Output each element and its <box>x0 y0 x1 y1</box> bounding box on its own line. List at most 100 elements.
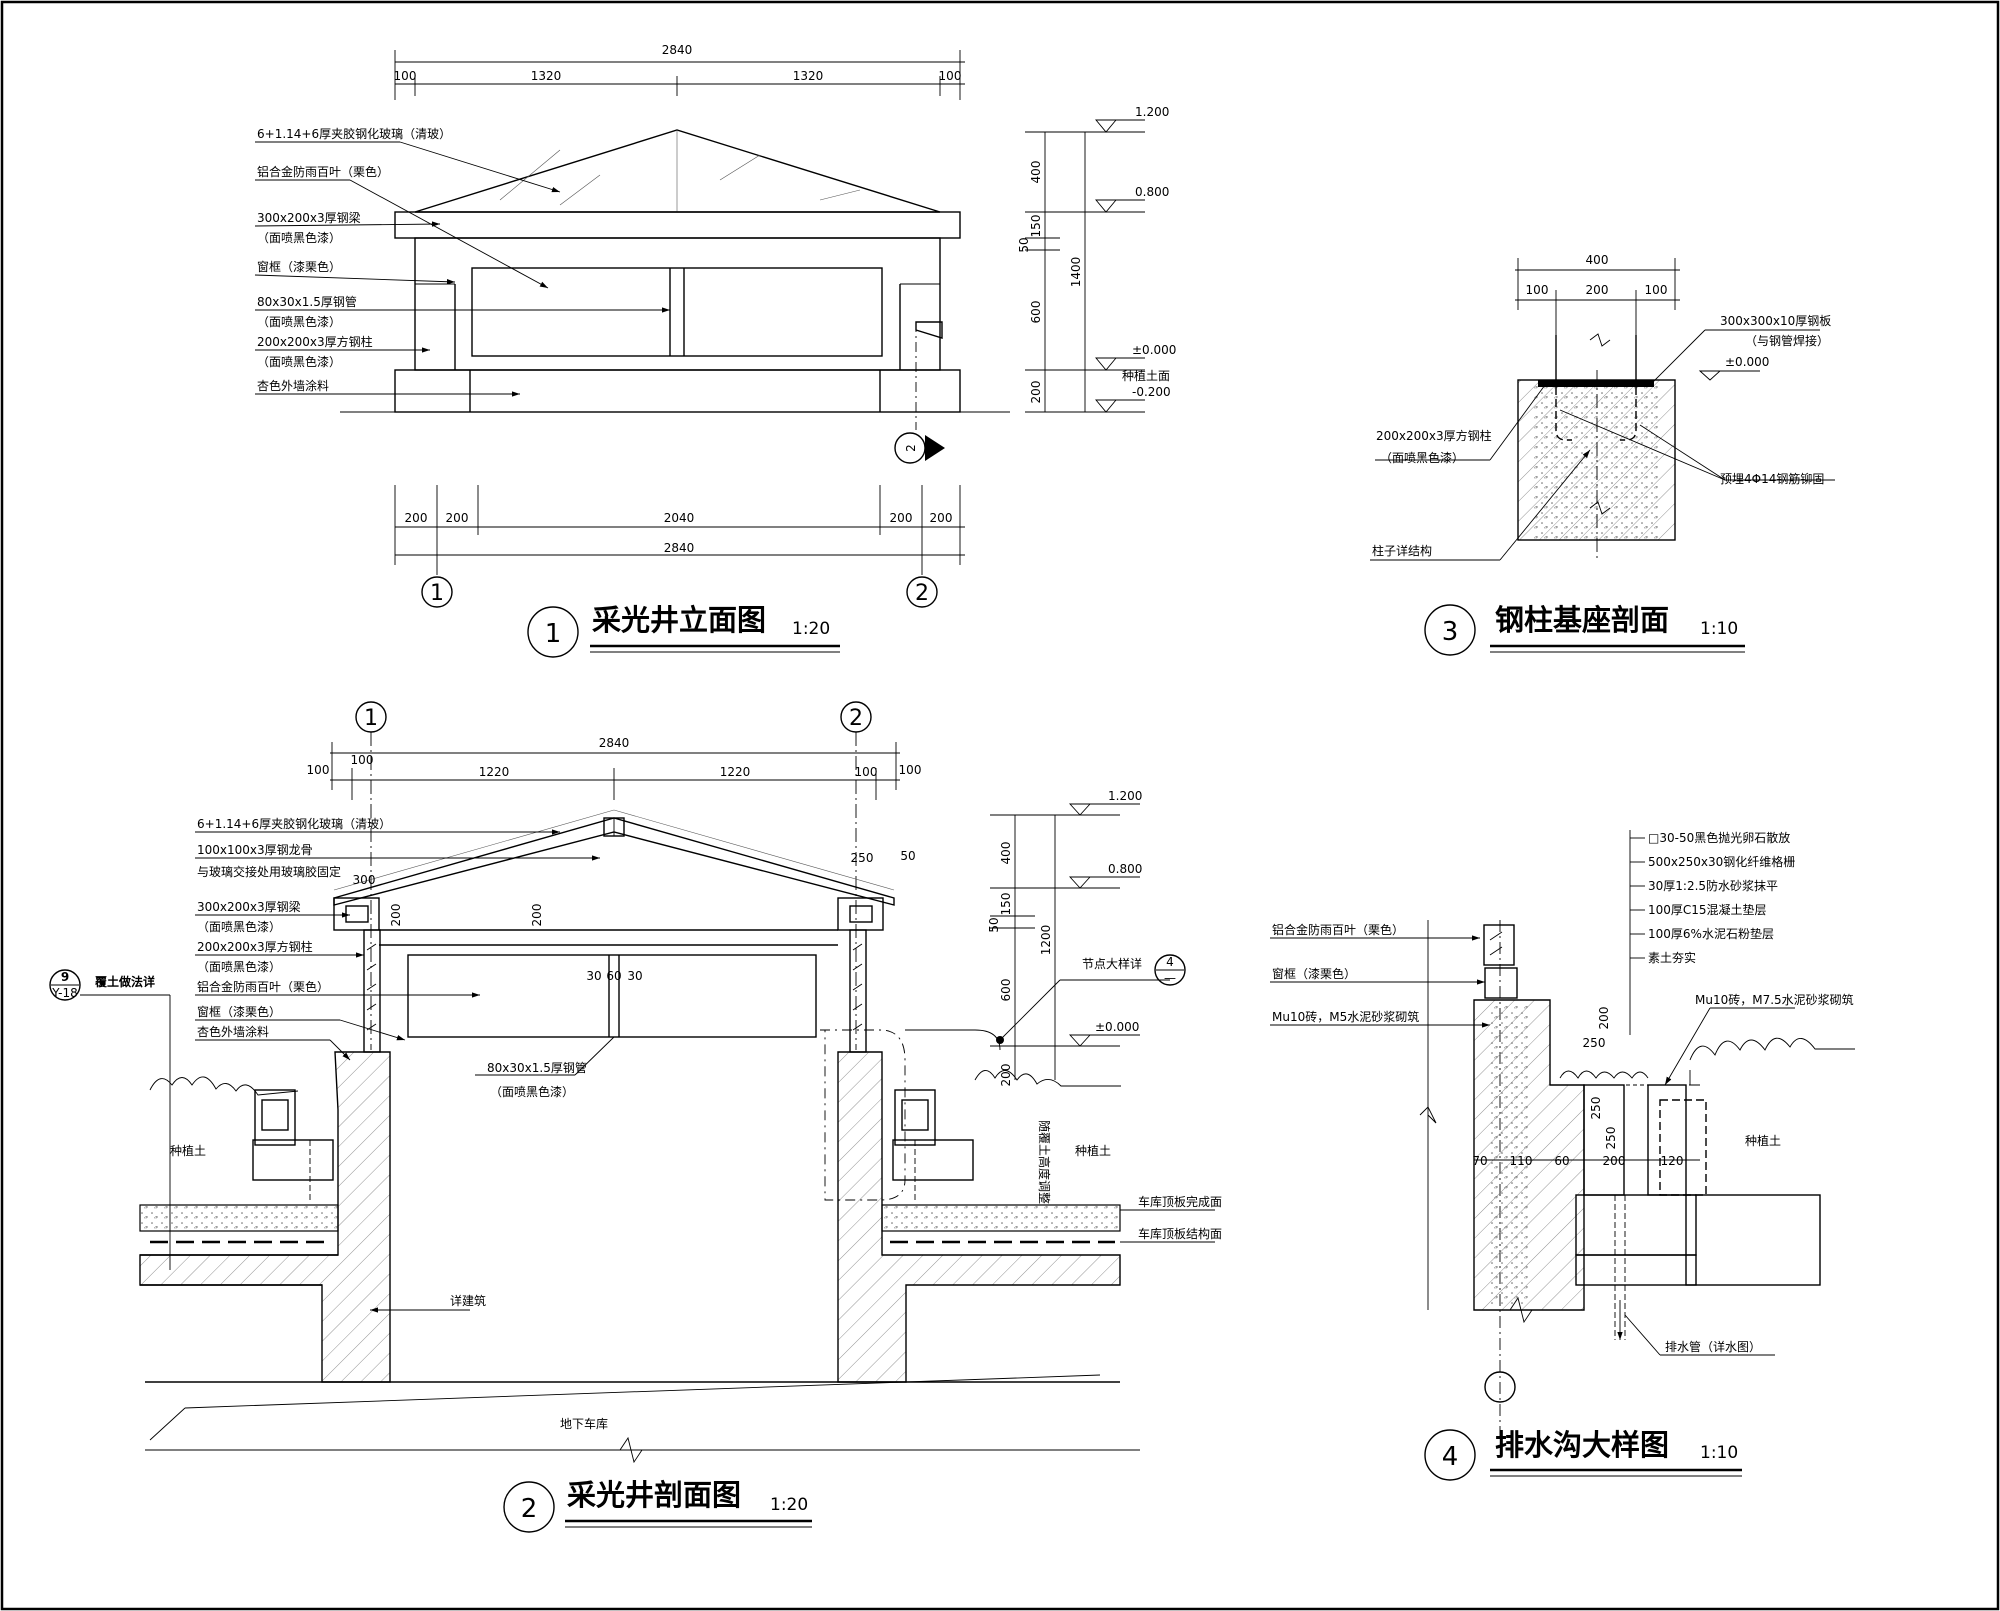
section-title: 采光井剖面图 <box>567 1478 741 1512</box>
svdim-roof: 400 <box>999 842 1013 865</box>
note-steel-tube: 80x30x1.5厚钢管 <box>257 294 357 309</box>
drain-number: 4 <box>1442 1442 1459 1472</box>
section-drawing: 1 2 2840 100 100 1220 1220 100 100 <box>49 701 1222 1533</box>
louver-panel <box>471 267 883 357</box>
sdim-30b: 30 <box>627 969 642 983</box>
sdim-30a: 30 <box>586 969 601 983</box>
s-level-mid: 0.800 <box>1108 862 1142 876</box>
sdim-o3: 100 <box>855 765 878 779</box>
section-number: 2 <box>521 1494 538 1524</box>
d-note-brick-right: Mu10砖，M7.5水泥砂浆砌筑 <box>1695 992 1854 1007</box>
level-zero: ±0.000 <box>1132 343 1176 357</box>
dim-left-edge: 100 <box>394 69 417 83</box>
bdim-a: 200 <box>405 511 428 525</box>
note-steel-beam-paint: （面喷黑色漆） <box>257 231 341 245</box>
s-level-zero: ±0.000 <box>1095 1020 1139 1034</box>
note-rebar: 预埋4Φ14钢筋铆固 <box>1720 471 1824 486</box>
section-mark-number: 2 <box>904 444 918 452</box>
drain-scale: 1:10 <box>1700 1443 1738 1463</box>
elevation-body <box>340 237 1010 413</box>
s-note-tube-sub: （面喷黑色漆） <box>490 1085 574 1099</box>
sdim-overall: 2840 <box>599 736 630 750</box>
section-scale: 1:20 <box>770 1495 808 1515</box>
section-mark: 2 <box>894 321 945 464</box>
layer-2: 500x250x30钢化纤维格栅 <box>1648 854 1795 869</box>
layer-4: 100厚C15混凝土垫层 <box>1648 902 1767 917</box>
sdim-o1: 100 <box>307 763 330 777</box>
sdim-300: 300 <box>353 873 376 887</box>
d-dim-200b: 200 <box>1603 1154 1626 1168</box>
svdim-beam: 150 <box>999 893 1013 916</box>
s-note-column: 200x200x3厚方钢柱 <box>197 939 313 954</box>
elevation-notes: 6+1.14+6厚夹胶钢化玻璃（清玻） 铝合金防雨百叶（栗色） 300x200x… <box>254 126 670 397</box>
s-note-keel-glue: 与玻璃交接处用玻璃胶固定 <box>197 864 341 879</box>
note-window-frame: 窗框（漆栗色） <box>257 260 341 274</box>
elevation-top-dimensions: 2840 100 1320 1320 100 <box>394 43 965 100</box>
base-dim-c: 100 <box>1645 283 1668 297</box>
label-garage: 地下车库 <box>560 1416 608 1431</box>
label-slab-finish: 车库顶板完成面 <box>1138 1194 1222 1209</box>
elevation-title-block: 1 采光井立面图 1:20 <box>527 603 840 658</box>
s-note-beam-paint: （面喷黑色漆） <box>197 920 281 934</box>
d-dim-200: 200 <box>1597 1007 1611 1030</box>
section-axis-2: 2 <box>849 706 863 731</box>
s-note-wall: 杏色外墙涂料 <box>197 1024 269 1039</box>
svdim-gap: 50 <box>987 917 1001 932</box>
d-dim-70: 70 <box>1472 1154 1487 1168</box>
soil-ref-bottom: Y-18 <box>51 986 78 1000</box>
elevation-drawing: 2840 100 1320 1320 100 <box>254 43 1176 658</box>
layer-6: 素土夯实 <box>1648 950 1696 965</box>
base-dim-a: 100 <box>1526 283 1549 297</box>
note-plate-sub: （与钢管焊接） <box>1745 333 1829 348</box>
label-soil-left: 种植土 <box>170 1143 206 1158</box>
note-base-column-sub: （面喷黑色漆） <box>1380 451 1464 465</box>
level-top: 1.200 <box>1135 105 1169 119</box>
sdim-200a: 200 <box>389 904 403 927</box>
level-ground-label: 种植土面 <box>1122 368 1170 383</box>
bdim-b: 200 <box>446 511 469 525</box>
layer-5: 100厚6%水泥石粉垫层 <box>1648 926 1774 941</box>
dim-left-bay: 1320 <box>531 69 562 83</box>
note-glass: 6+1.14+6厚夹胶钢化玻璃（清玻） <box>257 126 451 141</box>
sdim-50: 50 <box>900 849 915 863</box>
s-note-keel: 100x100x3厚钢龙骨 <box>197 843 313 857</box>
label-arch: 详建筑 <box>450 1293 486 1308</box>
note-base-column: 200x200x3厚方钢柱 <box>1376 428 1492 443</box>
d-dim-250b: 250 <box>1589 1097 1603 1120</box>
s-note-glass: 6+1.14+6厚夹胶钢化玻璃（清玻） <box>197 816 391 831</box>
s-note-beam: 300x200x3厚钢梁 <box>197 899 301 914</box>
sdim-200c: 200 <box>999 1064 1013 1087</box>
bdim-overall: 2840 <box>664 541 695 555</box>
section-axis-1: 1 <box>364 706 378 731</box>
dim-overall-top: 2840 <box>662 43 693 57</box>
d-dim-250a: 250 <box>1583 1036 1606 1050</box>
note-steel-column: 200x200x3厚方钢柱 <box>257 334 373 349</box>
vdim-base: 200 <box>1029 381 1043 404</box>
bdim-e: 200 <box>930 511 953 525</box>
dim-right-bay: 1320 <box>793 69 824 83</box>
elevation-vertical-dimensions: 400 150 50 600 200 1400 1.200 0.800 ±0.0… <box>1017 105 1176 413</box>
d-note-louver: 铝合金防雨百叶（栗色） <box>1272 922 1404 937</box>
note-louver: 铝合金防雨百叶（栗色） <box>257 164 389 179</box>
sdim-left-bay: 1220 <box>479 765 510 779</box>
note-steel-column-paint: （面喷黑色漆） <box>257 355 341 369</box>
s-note-column-paint: （面喷黑色漆） <box>197 960 281 974</box>
s-note-tube: 80x30x1.5厚钢管 <box>487 1060 587 1075</box>
vdim-beam: 150 <box>1029 215 1043 238</box>
dim-right-edge: 100 <box>939 69 962 83</box>
elevation-bottom-dimensions: 200 200 2040 200 200 2840 1 2 <box>394 485 965 608</box>
detail-bubble-top: 4 <box>1166 955 1174 969</box>
base-dim-b: 200 <box>1586 283 1609 297</box>
note-steel-beam: 300x200x3厚钢梁 <box>257 210 361 225</box>
d-dim-250c: 250 <box>1604 1127 1618 1150</box>
axis-2-label: 2 <box>915 581 929 606</box>
label-soil-right: 种植土 <box>1075 1143 1111 1158</box>
bdim-c: 2040 <box>664 511 695 525</box>
svdim-louver: 600 <box>999 979 1013 1002</box>
elevation-roof <box>394 129 961 239</box>
section-louver <box>407 954 817 1038</box>
soil-ref-top: 9 <box>61 970 69 984</box>
vdim-roof: 400 <box>1029 161 1043 184</box>
elevation-number: 1 <box>545 619 562 649</box>
